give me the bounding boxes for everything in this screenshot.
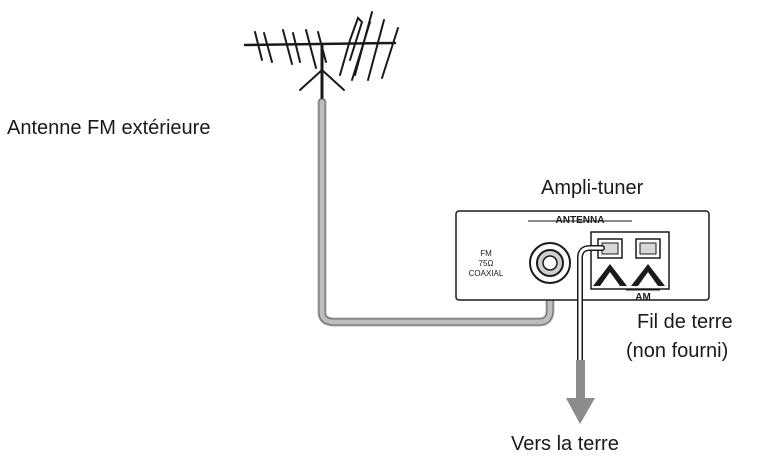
- fm-label-3: COAXIAL: [469, 269, 504, 278]
- ground-wire: [577, 245, 605, 363]
- label-not-supplied: (non fourni): [626, 340, 729, 362]
- label-fm-antenna: Antenne FM extérieure: [7, 117, 211, 139]
- down-arrow-icon: [566, 360, 595, 424]
- fm-label-2: 75Ω: [479, 259, 494, 268]
- am-label: AM: [635, 292, 651, 303]
- fm-label-1: FM: [480, 249, 492, 258]
- fm-coaxial-jack: [529, 242, 571, 284]
- label-to-ground: Vers la terre: [511, 433, 619, 455]
- label-receiver: Ampli-tuner: [541, 177, 644, 199]
- fm-antenna-icon: [243, 11, 399, 105]
- panel-header: ANTENNA: [556, 215, 605, 226]
- am-terminals: AM: [590, 231, 670, 303]
- label-ground-wire: Fil de terre: [637, 311, 733, 333]
